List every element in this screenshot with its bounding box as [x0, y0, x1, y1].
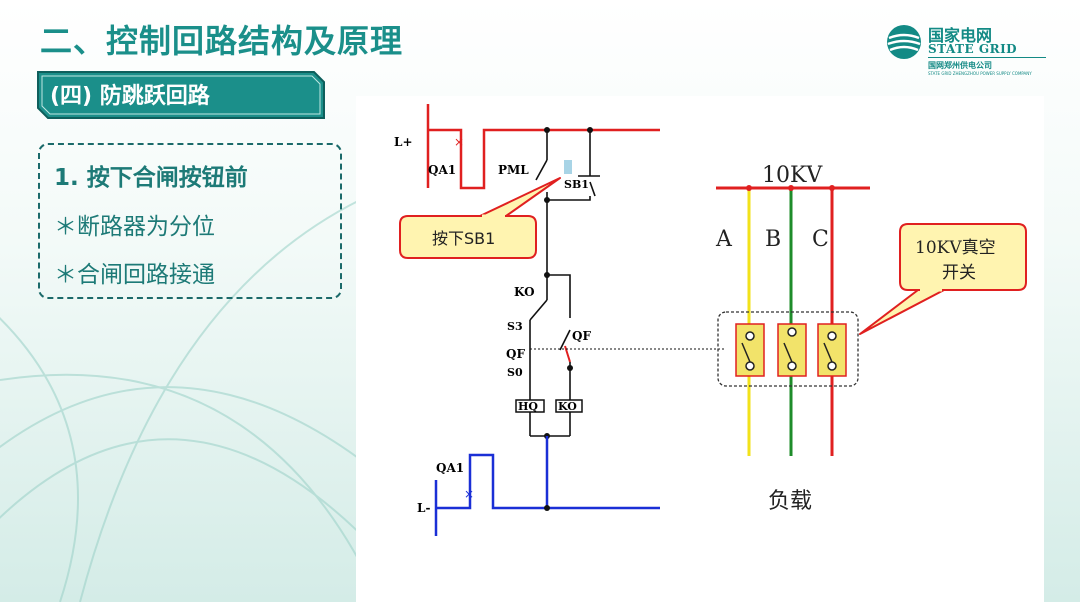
logo-name-cn: 国家电网 [928, 26, 993, 45]
callout-press-sb1-text: 按下SB1 [432, 229, 495, 248]
positive-bus-wires [426, 104, 660, 190]
label-sb1: SB1 [564, 178, 589, 191]
qa1-top-cross: × [454, 135, 464, 149]
logo-sub-en: STATE GRID ZHENGZHOU POWER SUPPLY COMPAN… [928, 71, 1032, 76]
callout-vacuum-switch: 10KV真空 开关 [859, 223, 1027, 335]
state-grid-logo: 国家电网 STATE GRID 国网郑州供电公司 STATE GRID ZHEN… [884, 18, 1054, 80]
callout-vacuum-line1: 10KV真空 [915, 238, 996, 258]
junction-dots [544, 127, 593, 439]
notes-item-close-circuit: ＊合闸回路接通 [54, 262, 215, 288]
ko-coil [555, 399, 583, 413]
label-qa1-top: QA1 [428, 163, 456, 177]
vacuum-switch-a [735, 323, 765, 377]
negative-bus-wires [434, 436, 660, 536]
label-s0: S0 [507, 366, 523, 379]
qa1-bottom-cross: × [464, 487, 474, 501]
label-phase-b: B [765, 227, 781, 252]
sb1-indicator [564, 160, 572, 174]
label-pml: PML [498, 163, 529, 177]
label-qa1-bottom: QA1 [436, 461, 464, 475]
section-label-box [37, 71, 325, 119]
label-hq: HQ [518, 400, 538, 413]
qf-contact-red [564, 345, 571, 363]
phase-b-junction [788, 185, 794, 191]
callout-vacuum-line2: 开关 [942, 263, 976, 283]
phase-c-junction [829, 185, 835, 191]
hq-coil [515, 399, 545, 413]
label-l-plus: L+ [394, 135, 413, 149]
label-qf-right: QF [572, 329, 591, 343]
section-label: (四) 防跳跃回路 [50, 84, 210, 109]
phase-a-junction [746, 185, 752, 191]
vacuum-switch-b [777, 323, 807, 377]
callout-press-sb1: 按下SB1 [399, 177, 561, 259]
label-phase-c: C [812, 227, 829, 252]
logo-divider [928, 57, 1046, 58]
label-phase-a: A [715, 227, 733, 252]
notes-item-breaker-open: ＊断路器为分位 [54, 214, 215, 240]
label-load: 负载 [768, 489, 812, 514]
page-title: 二、控制回路结构及原理 [40, 22, 404, 60]
junction-dot-bottom [544, 505, 550, 511]
logo-sub-cn: 国网郑州供电公司 [928, 61, 992, 70]
label-s3: S3 [507, 320, 523, 333]
vacuum-switch-group [717, 311, 859, 387]
label-ko-coil: KO [558, 400, 577, 413]
notes-box [38, 143, 342, 299]
globe-icon [887, 25, 921, 59]
logo-name-en: STATE GRID [928, 42, 1018, 56]
label-l-minus: L- [417, 501, 430, 515]
label-qf-left: QF [506, 347, 525, 361]
notes-heading: 1. 按下合闸按钮前 [54, 165, 248, 191]
label-ko: KO [514, 285, 535, 299]
control-circuit-wires [529, 130, 600, 437]
label-bus-10kv: 10KV [762, 163, 823, 188]
vacuum-switch-c [817, 323, 847, 377]
